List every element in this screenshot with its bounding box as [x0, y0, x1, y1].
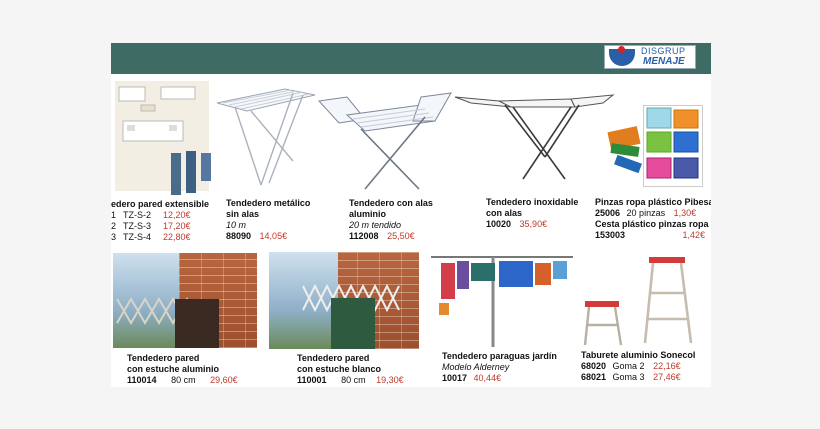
p5-row-2: 153003 1,42€ [595, 230, 705, 241]
p4-title-line2: con alas [486, 208, 523, 218]
p5-code2: 153003 [595, 230, 626, 240]
p9-row-1-detail: Goma 2 [612, 361, 645, 371]
p4-code: 10020 [486, 219, 512, 229]
p5-title: Pinzas ropa plástico Pibesa [595, 197, 711, 207]
towel-shape [175, 299, 219, 348]
p5-code: 25006 [595, 208, 621, 218]
p4-price: 35,90€ [519, 219, 548, 229]
product-image-umbrella-dryer [427, 253, 577, 349]
p1-row-1-code: TZ-S-2 [123, 210, 151, 220]
p9-row-2-price: 27,46€ [653, 372, 681, 382]
p4-code-price: 10020 35,90€ [486, 219, 547, 230]
product-image-metal-rack [215, 85, 319, 191]
p3-code-price: 112008 25,50€ [349, 231, 415, 242]
p2-spec: 10 m [226, 220, 247, 230]
p5-price2: 1,42€ [682, 230, 705, 240]
p1-row-1-price: 12,20€ [163, 210, 191, 220]
p1-row-2-prefix: 2 [111, 221, 117, 231]
p5-row-1: 25006 20 pinzas 1,30€ [595, 208, 711, 219]
p8-code: 10017 [442, 373, 468, 383]
p9-row-1-code: 68020 [581, 361, 607, 371]
product-image-wall-rack-aluminium [113, 253, 257, 348]
p9-row-1: 68020 Goma 2 22,16€ [581, 361, 681, 372]
p1-row-3: 3 TZ-S-4 22,80€ [111, 232, 203, 243]
product-image-stainless-rack [453, 91, 617, 185]
p7-title-line2: con estuche blanco [297, 364, 382, 374]
p6-title-line2: con estuche aluminio [127, 364, 220, 374]
product-image-wall-rack-white [269, 252, 419, 349]
product-image-pegs [605, 123, 649, 179]
product-image-stepstools [581, 253, 707, 349]
p2-price: 14,05€ [259, 231, 288, 241]
p9-row-2-detail: Goma 3 [612, 372, 645, 382]
p3-title-line1: Tendedero con alas [349, 198, 433, 208]
p1-row-2-price: 17,20€ [163, 221, 191, 231]
p9-row-2-code: 68021 [581, 372, 607, 382]
p3-code: 112008 [349, 231, 379, 241]
p7-code: 110001 [297, 375, 327, 385]
p8-model: Modelo Alderney [442, 362, 510, 372]
p6-code-price: 110014 80 cm 29,60€ [127, 375, 238, 386]
product-image-winged-rack [317, 91, 455, 193]
p1-row-3-prefix: 3 [111, 232, 117, 242]
brand-line1: DISGRUP [641, 46, 686, 56]
p6-code: 110014 [127, 375, 157, 385]
p7-code-price: 110001 80 cm 19,30€ [297, 375, 404, 386]
p6-title-line1: Tendedero pared [127, 353, 200, 363]
p8-price: 40,44€ [473, 373, 502, 383]
p9-row-1-price: 22,16€ [653, 361, 681, 371]
p8-code-price: 10017 40,44€ [442, 373, 501, 384]
brand-logo: DISGRUP MENAJE [604, 45, 696, 69]
p3-spec: 20 m tendido [349, 220, 402, 230]
catalog-page: DISGRUP MENAJE [111, 43, 711, 387]
p6-price: 29,60€ [210, 375, 238, 385]
p2-code-price: 88090 14,05€ [226, 231, 287, 242]
p1-row-3-code: TZ-S-4 [123, 232, 151, 242]
brand-line2: MENAJE [643, 56, 685, 67]
p8-title: Tendedero paraguas jardín [442, 351, 557, 361]
product-image-peg-baskets [643, 105, 703, 187]
p7-title-line1: Tendedero pared [297, 353, 370, 363]
p7-size: 80 cm [341, 375, 366, 385]
p1-row-3-price: 22,80€ [163, 232, 191, 242]
towel-shape [331, 298, 375, 349]
p1-row-1-prefix: 1 [111, 210, 117, 220]
p1-title: edero pared extensible [111, 199, 210, 209]
p5-title2: Cesta plástico pinzas ropa [595, 219, 709, 229]
p2-title-line1: Tendedero metálico [226, 198, 311, 208]
p5-price: 1,30€ [673, 208, 697, 218]
p2-title-line2: sin alas [226, 209, 260, 219]
p3-title-line2: aluminio [349, 209, 387, 219]
p1-row-1: 1 TZ-S-2 12,20€ [111, 210, 203, 221]
p9-title: Taburete aluminio Sonecol [581, 350, 696, 360]
product-image-packages [169, 151, 215, 197]
sky-background [269, 252, 338, 349]
p9-row-2: 68021 Goma 3 27,46€ [581, 372, 681, 383]
bowl-icon [609, 46, 635, 66]
p7-price: 19,30€ [376, 375, 404, 385]
p4-title-line1: Tendedero inoxidable [486, 197, 579, 207]
p5-detail: 20 pinzas [626, 208, 666, 218]
p1-row-2-code: TZ-S-3 [123, 221, 151, 231]
p3-price: 25,50€ [387, 231, 415, 241]
p6-size: 80 cm [171, 375, 196, 385]
p1-row-2: 2 TZ-S-3 17,20€ [111, 221, 203, 232]
p2-code: 88090 [226, 231, 252, 241]
